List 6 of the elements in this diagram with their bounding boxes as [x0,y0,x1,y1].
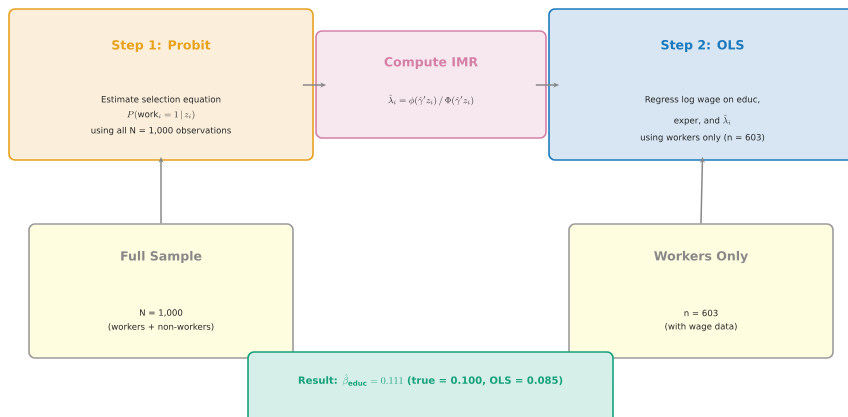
data-box: Full Sample N = 1,000 (workers + non-workers) [28,223,294,359]
result-box: $\textbf{Result: }\hat{\beta}_{\text{educ}} = 0.111\textbf{ (true = 0.100, OLS = 0.085)}$ [247,351,614,417]
process-box: Compute IMR $\hat{\lambda}_i = \phi(\hat{\gamma}'z_i)\,/\,\Phi(\hat{\gamma}'z_i)$ [315,30,547,139]
process-box: Step 1: Probit Estimate selection equation $P(\mathrm{work}_i = 1\,|\,z_i)$ using all N = 1,000 observations [8,8,314,161]
process-box: Step 2: OLS Regress log wage on educ, $\text{exper, and } \hat{\lambda}_i$ using workers only (n = 603) [548,8,848,161]
data-box: Workers Only n = 603 (with wage data) [568,223,834,359]
